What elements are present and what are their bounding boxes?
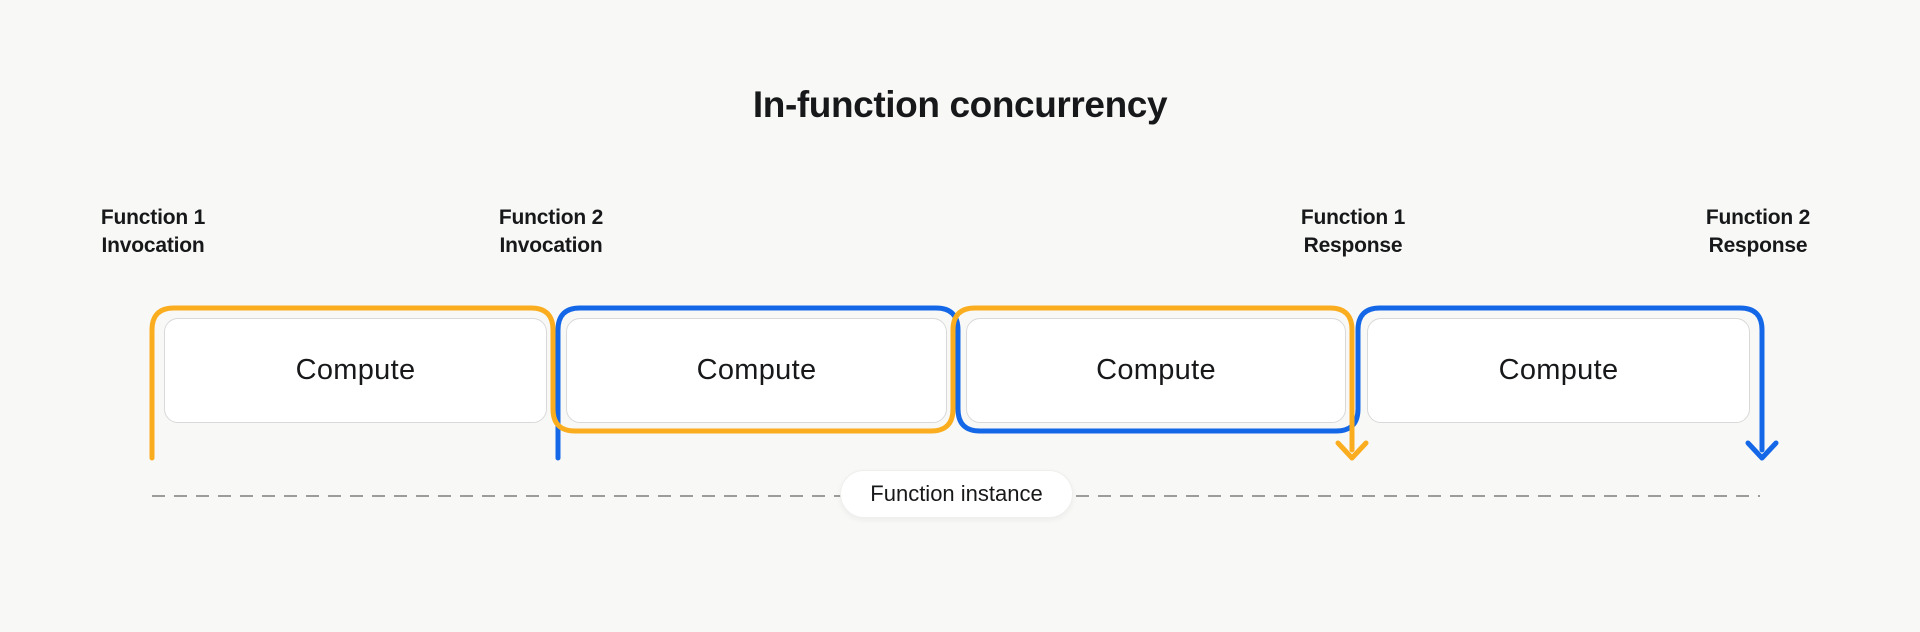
function-instance-pill: Function instance bbox=[840, 470, 1073, 518]
compute-box-3: Compute bbox=[966, 318, 1346, 423]
marker-line2: Response bbox=[1708, 234, 1808, 257]
compute-box-label: Compute bbox=[295, 354, 416, 386]
marker-line2: Response bbox=[1303, 234, 1403, 257]
function-instance-label: Function instance bbox=[870, 481, 1043, 506]
compute-box-4: Compute bbox=[1367, 318, 1750, 423]
function2-response-arrowhead-icon bbox=[1745, 440, 1779, 461]
marker-line1: Function 2 bbox=[1705, 206, 1811, 229]
marker-fn1-invocation: Function 1 Invocation bbox=[101, 204, 205, 260]
marker-line2: Invocation bbox=[101, 234, 205, 257]
compute-box-2: Compute bbox=[566, 318, 947, 423]
marker-line1: Function 2 bbox=[498, 206, 604, 229]
marker-fn1-response: Function 1 Response bbox=[1301, 204, 1405, 260]
compute-box-1: Compute bbox=[164, 318, 547, 423]
diagram-title: In-function concurrency bbox=[752, 84, 1168, 125]
compute-box-label: Compute bbox=[1096, 354, 1216, 386]
marker-fn2-response: Function 2 Response bbox=[1706, 204, 1810, 260]
marker-line1: Function 1 bbox=[1300, 206, 1406, 229]
marker-line1: Function 1 bbox=[100, 206, 206, 229]
marker-fn2-invocation: Function 2 Invocation bbox=[499, 204, 603, 260]
compute-box-label: Compute bbox=[1498, 354, 1619, 386]
function1-response-arrowhead-icon bbox=[1335, 440, 1369, 461]
marker-line2: Invocation bbox=[499, 234, 603, 257]
compute-box-label: Compute bbox=[696, 354, 817, 386]
